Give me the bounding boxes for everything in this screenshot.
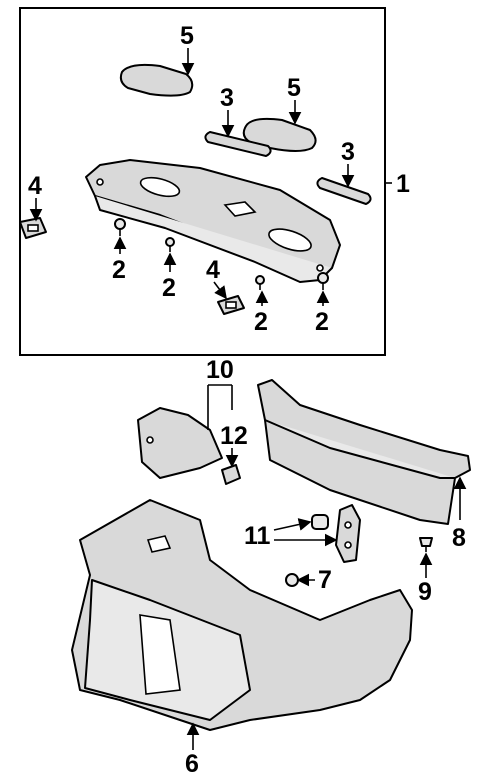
callout-9: 9 <box>418 578 432 606</box>
callout-1: 1 <box>396 170 410 198</box>
callout-2-d: 2 <box>315 308 329 336</box>
callout-7: 7 <box>318 566 332 594</box>
leader-11-a <box>273 518 312 531</box>
trim-strip-right <box>316 177 372 205</box>
package-tray <box>85 159 341 283</box>
side-trim-panel <box>137 407 223 479</box>
callout-5-right: 5 <box>287 74 301 102</box>
fastener-11 <box>311 514 329 530</box>
callout-5-left: 5 <box>180 22 194 50</box>
leader-4b <box>213 281 227 300</box>
callout-6: 6 <box>185 750 199 776</box>
fastener-d <box>317 272 329 290</box>
callout-2-c: 2 <box>254 308 268 336</box>
clip-center <box>217 295 245 315</box>
bracket-11 <box>335 504 361 563</box>
callout-8: 8 <box>452 524 466 552</box>
trunk-liner <box>71 499 413 731</box>
fastener-b <box>165 237 175 252</box>
clip-12 <box>221 464 241 485</box>
callout-12: 12 <box>220 422 248 450</box>
callout-4-center: 4 <box>206 256 220 284</box>
callout-11: 11 <box>244 522 271 550</box>
callout-3-right: 3 <box>341 138 355 166</box>
clip-left <box>19 217 47 239</box>
callout-2-b: 2 <box>162 274 176 302</box>
callout-3-left: 3 <box>220 84 234 112</box>
rear-shelf-trim <box>257 379 471 525</box>
push-pin-9 <box>419 537 433 552</box>
group-frame <box>19 7 386 356</box>
trim-strip-left <box>204 131 272 157</box>
callout-10: 10 <box>206 356 234 384</box>
fastener-a <box>114 218 126 236</box>
callout-4-left: 4 <box>28 172 42 200</box>
sound-pad-right <box>242 117 317 152</box>
callout-2-a: 2 <box>112 256 126 284</box>
screw-7 <box>285 573 299 587</box>
sound-pad-left <box>119 63 194 97</box>
fastener-c <box>255 275 265 290</box>
